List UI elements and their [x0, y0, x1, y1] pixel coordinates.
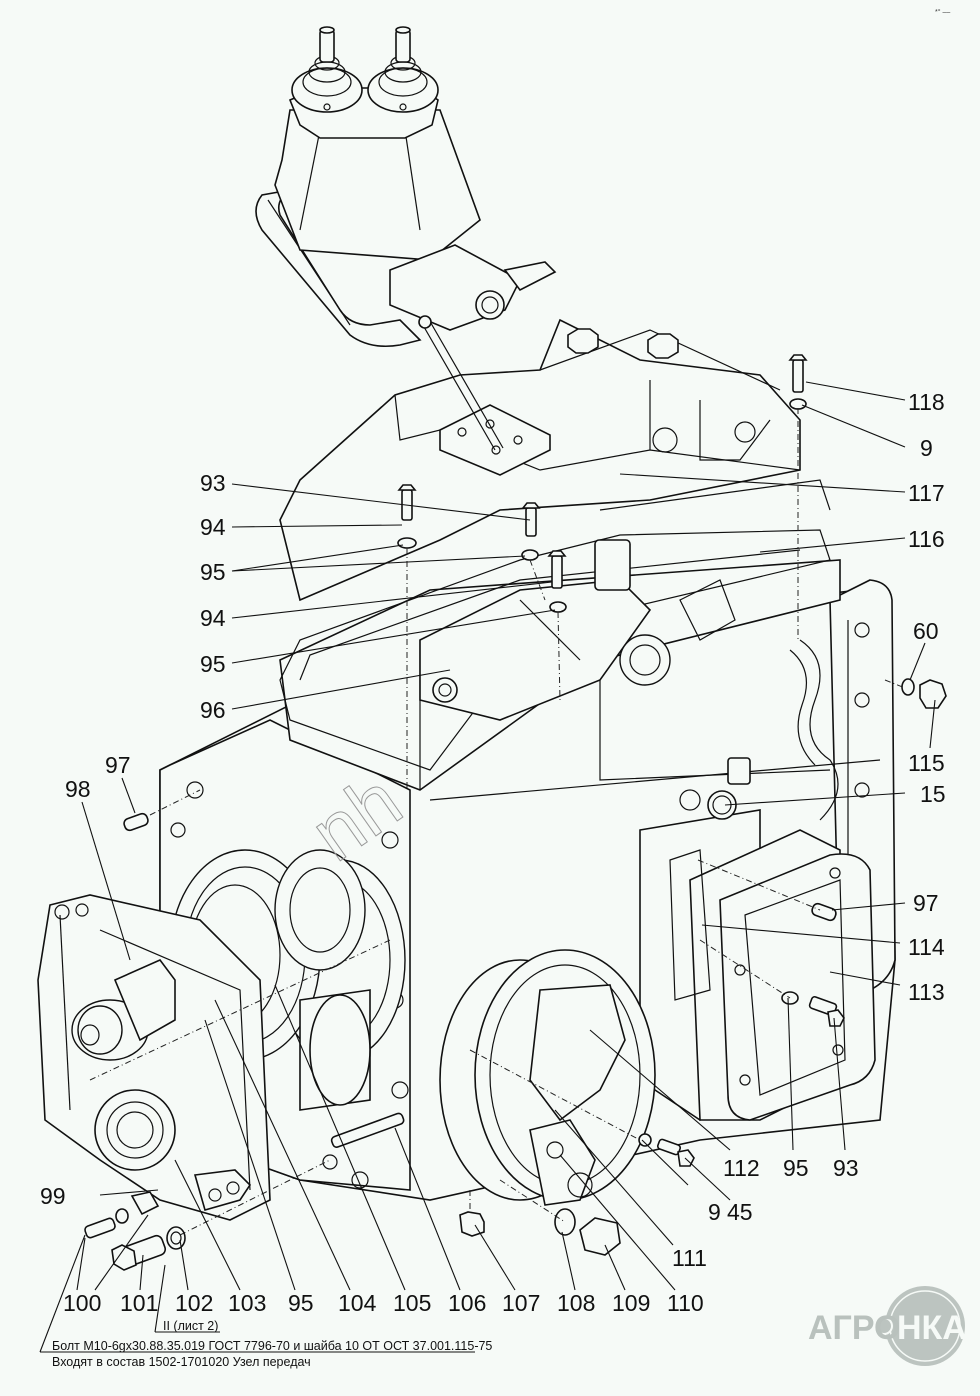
callout-108: 108 — [557, 1290, 595, 1316]
assembly-axis-lines — [89, 408, 906, 1236]
callout-96: 96 — [200, 697, 226, 723]
fasteners — [84, 354, 947, 1271]
callout-113: 113 — [908, 979, 945, 1005]
callout-109: 109 — [612, 1290, 650, 1316]
bolt-specification-note: Болт М10-6gx30.88.35.019 ГОСТ 7796-70 и … — [52, 1339, 492, 1353]
callout-9: 9 — [708, 1199, 721, 1225]
callout-100: 100 — [63, 1290, 101, 1316]
callout-94: 94 — [200, 605, 226, 631]
callout-9: 9 — [920, 435, 933, 461]
callout-101: 101 — [120, 1290, 158, 1316]
gasket-116 — [279, 479, 831, 771]
callout-94: 94 — [200, 514, 226, 540]
callout-97: 97 — [105, 752, 131, 778]
callout-labels: 118 9 93 117 94 116 95 94 60 95 96 115 9… — [40, 389, 946, 1316]
callout-105: 105 — [393, 1290, 431, 1316]
callout-103: 103 — [228, 1290, 266, 1316]
agronka-logo: АГРО НКА — [808, 1286, 967, 1366]
callout-99: 99 — [40, 1183, 66, 1209]
callout-110: 110 — [667, 1290, 704, 1316]
rear-flange-assembly — [439, 949, 656, 1206]
callout-93: 93 — [200, 470, 226, 496]
callout-111: 111 — [672, 1245, 707, 1271]
callout-45: 45 — [727, 1199, 753, 1225]
callout-118: 118 — [908, 389, 945, 415]
detent-cover-96 — [419, 539, 736, 721]
corner-mark: *° –– — [935, 8, 950, 16]
sheet-reference-note: II (лист 2) — [163, 1319, 218, 1333]
logo-text-right: НКА — [897, 1309, 967, 1347]
callout-95: 95 — [200, 559, 226, 585]
callout-104: 104 — [338, 1290, 377, 1316]
leader-lines — [39, 381, 936, 1353]
callout-98: 98 — [65, 776, 91, 802]
callout-112: 112 — [723, 1155, 760, 1181]
callout-60: 60 — [913, 618, 939, 644]
callout-102: 102 — [175, 1290, 213, 1316]
callout-95: 95 — [783, 1155, 809, 1181]
callout-116: 116 — [908, 526, 945, 552]
callout-95: 95 — [288, 1290, 314, 1316]
front-cover-assembly — [37, 894, 271, 1221]
logo-text-left: АГРО — [808, 1309, 901, 1347]
side-cover-113 — [669, 829, 876, 1121]
shift-cover-117 — [279, 318, 801, 602]
callout-15: 15 — [920, 781, 946, 807]
callout-106: 106 — [448, 1290, 486, 1316]
shift-lever-tower — [255, 26, 557, 451]
callout-97: 97 — [913, 890, 939, 916]
callout-115: 115 — [908, 750, 945, 776]
callout-95: 95 — [200, 651, 226, 677]
assembly-membership-note: Входят в состав 1502-1701020 Узел переда… — [52, 1355, 311, 1369]
callout-93: 93 — [833, 1155, 859, 1181]
callout-117: 117 — [908, 480, 945, 506]
logo-circle — [885, 1286, 965, 1366]
callout-114: 114 — [908, 934, 945, 960]
callout-107: 107 — [502, 1290, 540, 1316]
